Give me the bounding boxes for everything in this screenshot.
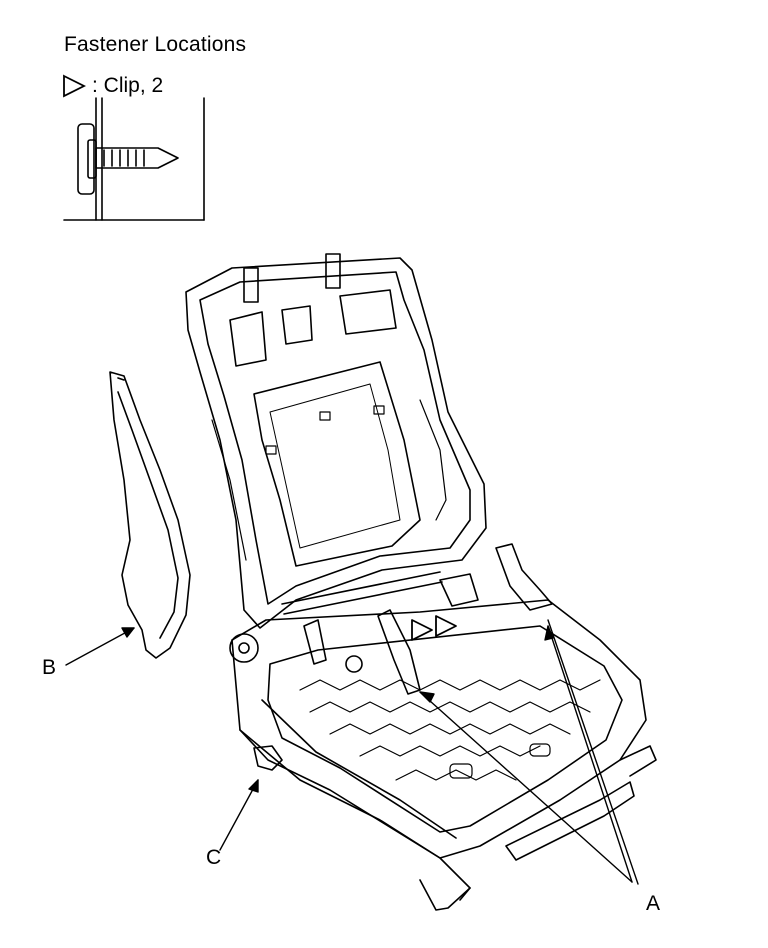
seat-cushion-frame (229, 543, 657, 911)
callout-c: C (206, 846, 222, 869)
leader-lines (65, 619, 639, 885)
callout-a: A (646, 892, 661, 915)
clip-marker-icon (411, 619, 433, 641)
clip-detail-inset (63, 97, 205, 221)
side-trim-panel-b (109, 371, 191, 659)
triangle-outline-icon (63, 74, 86, 98)
callout-b: B (42, 656, 57, 679)
legend: : Clip, 2 (62, 74, 163, 98)
diagram-title: Fastener Locations (64, 33, 247, 56)
clip-marker-icon (435, 615, 457, 637)
seatback-frame (185, 253, 487, 629)
legend-text: : Clip, 2 (92, 74, 164, 97)
